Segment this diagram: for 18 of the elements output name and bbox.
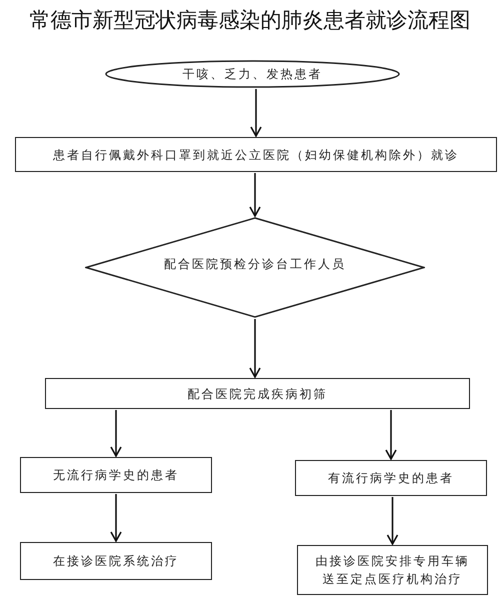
arrow bbox=[110, 410, 122, 457]
process-box: 患者自行佩戴外科口罩到就近公立医院（妇幼保健机构除外）就诊 bbox=[15, 137, 497, 172]
process-box: 有流行病学史的患者 bbox=[295, 460, 487, 496]
process-box: 由接诊医院安排专用车辆送至定点医疗机构治疗 bbox=[297, 545, 488, 595]
process-box: 在接诊医院系统治疗 bbox=[20, 542, 212, 580]
process-box: 无流行病学史的患者 bbox=[20, 457, 212, 493]
arrow bbox=[385, 410, 397, 460]
arrow bbox=[249, 319, 261, 378]
arrow bbox=[110, 494, 122, 542]
arrow bbox=[249, 173, 261, 217]
process-box: 配合医院完成疾病初筛 bbox=[45, 378, 470, 409]
node-text: 配合医院预检分诊台工作人员 bbox=[164, 256, 346, 272]
start-ellipse bbox=[105, 60, 400, 88]
arrow bbox=[250, 89, 262, 137]
node-text: 干咳、乏力、发热患者 bbox=[182, 66, 322, 83]
title: 常德市新型冠状病毒感染的肺炎患者就诊流程图 bbox=[28, 7, 472, 34]
decision-diamond bbox=[85, 217, 425, 318]
arrow bbox=[386, 497, 398, 545]
